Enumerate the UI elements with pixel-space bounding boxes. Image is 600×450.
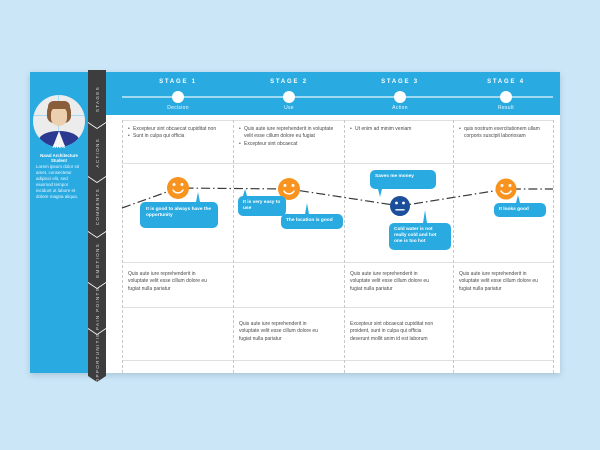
pain-point-stage-1: Quis aute iure reprehenderit in voluptat… xyxy=(128,271,207,292)
action-item: Excepteur sint obcaecat cupiditat non xyxy=(128,126,228,134)
opportunity-stage-2: Quis aute iure reprehenderit in voluptat… xyxy=(239,321,318,342)
stage-label: STAGE 3 xyxy=(381,79,419,85)
column-divider xyxy=(453,120,454,373)
stage-header: STAGE 1 Decision STAGE 2 Use STAGE 3 Act… xyxy=(106,72,560,115)
unhappy-face-icon xyxy=(390,196,410,216)
column-divider xyxy=(344,120,345,373)
bubble-tail xyxy=(516,195,520,203)
bubble-tail xyxy=(378,189,382,197)
stage-column-header-4: STAGE 4 Result xyxy=(461,72,551,115)
stage-label: STAGE 4 xyxy=(487,79,525,85)
actions-list-stage-2: Quis aute iure reprehenderit in voluptat… xyxy=(239,126,339,148)
grid-line xyxy=(122,262,553,263)
persona-bio: Lorem ipsum dolor sit amet, consectetur … xyxy=(36,164,80,200)
grid-line xyxy=(122,307,553,308)
stage-label: STAGE 2 xyxy=(270,79,308,85)
grid-line xyxy=(122,120,553,121)
stage-dot xyxy=(394,91,406,103)
journey-map-card: Alex Naval Architecture Student Lorem ip… xyxy=(30,72,560,373)
stage-dot xyxy=(500,91,512,103)
stage-name: Decision xyxy=(167,105,189,111)
stage-name: Use xyxy=(284,105,294,111)
stage-dot xyxy=(283,91,295,103)
avatar xyxy=(33,95,85,147)
row-label-stages: STAGES xyxy=(88,70,106,128)
action-item: Quis aute iure reprehenderit in voluptat… xyxy=(239,126,339,141)
actions-list-stage-3: Ut enim ad minim veniam xyxy=(350,126,448,134)
row-label-ribbon: STAGES ACTIONS COMMENTS EMOTIONS PAIN PO… xyxy=(88,70,106,384)
speech-bubble: Saves me money xyxy=(370,170,436,197)
persona-name: Alex xyxy=(52,144,66,150)
happy-face-icon xyxy=(495,178,517,200)
action-item: Sunt in culpa qui officia xyxy=(128,133,228,141)
happy-face-icon xyxy=(167,177,189,199)
avatar-fringe xyxy=(48,101,70,109)
column-divider xyxy=(553,120,554,373)
bubble-tail xyxy=(196,192,200,202)
action-item: Excepteur sint obcaecat xyxy=(239,141,339,149)
actions-list-stage-4: quis nostrum exercitationem ullam corpor… xyxy=(459,126,549,141)
grid-line xyxy=(122,163,553,164)
column-divider xyxy=(122,120,123,373)
stage-dot xyxy=(172,91,184,103)
stage-column-header-3: STAGE 3 Action xyxy=(355,72,445,115)
stage-label: STAGE 1 xyxy=(159,79,197,85)
speech-bubble: It is very easy to use xyxy=(238,189,286,217)
row-label-pain-points: PAIN POINTS xyxy=(88,283,106,334)
speech-bubble: The location is good xyxy=(281,203,343,229)
action-item: quis nostrum exercitationem ullam corpor… xyxy=(459,126,549,141)
stage-column-header-2: STAGE 2 Use xyxy=(244,72,334,115)
happy-face-icon xyxy=(278,178,300,200)
row-label-opportunities: OPPORTUNITIES xyxy=(88,329,106,382)
speech-bubble: Cold water is not really cold and hot on… xyxy=(389,210,451,250)
row-label-emotions: EMOTIONS xyxy=(88,232,106,288)
persona-role: Naval Architecture Student xyxy=(40,153,78,163)
opportunity-stage-3: Excepteur sint obcaecat cupiditat non pr… xyxy=(350,321,434,342)
row-label-comments: COMMENTS xyxy=(88,177,106,237)
stage-name: Action xyxy=(392,105,408,111)
column-divider xyxy=(233,120,234,373)
grid-line xyxy=(122,360,553,361)
actions-list-stage-1: Excepteur sint obcaecat cupiditat non Su… xyxy=(128,126,228,141)
stage-timeline xyxy=(122,96,553,98)
emotion-graph xyxy=(121,177,553,216)
avatar-face xyxy=(51,106,67,126)
speech-bubble: It looks good xyxy=(494,195,546,218)
pain-point-stage-3: Quis aute iure reprehenderit in voluptat… xyxy=(350,271,429,292)
action-item: Ut enim ad minim veniam xyxy=(350,126,448,134)
bubble-tail xyxy=(423,210,427,223)
pain-point-stage-4: Quis aute iure reprehenderit in voluptat… xyxy=(459,271,538,292)
bubble-tail xyxy=(243,189,247,196)
stage-name: Result xyxy=(498,105,514,111)
row-label-actions: ACTIONS xyxy=(88,123,106,182)
speech-bubble: It is good to always have the opportunit… xyxy=(140,192,218,228)
stage-column-header-1: STAGE 1 Decision xyxy=(133,72,223,115)
bubble-tail xyxy=(305,203,309,214)
persona-panel: Alex Naval Architecture Student Lorem ip… xyxy=(30,72,88,373)
